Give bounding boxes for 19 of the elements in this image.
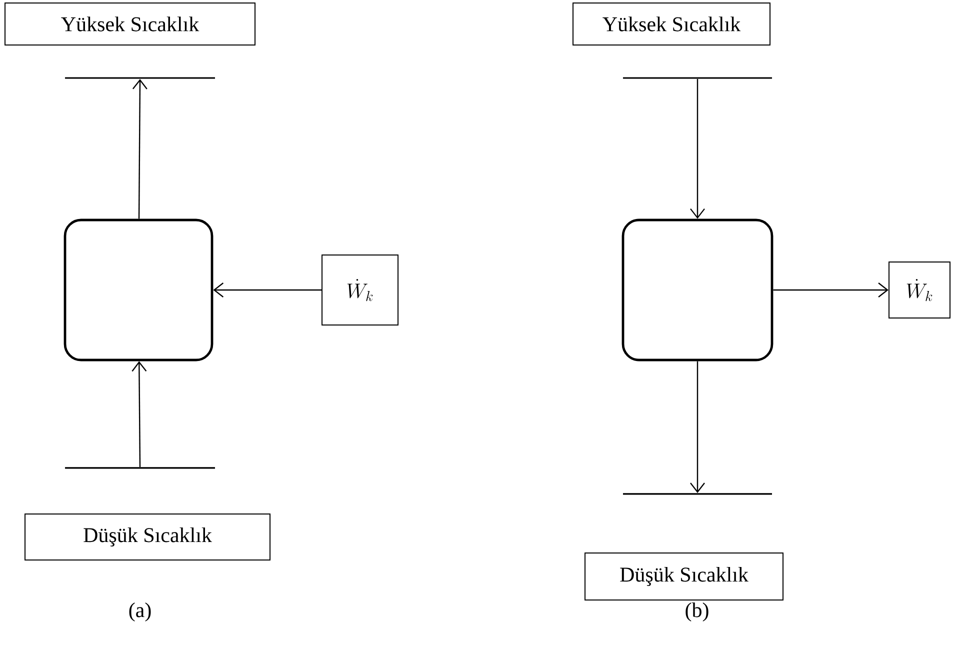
reservoir-line — [623, 493, 772, 495]
arrow — [773, 282, 888, 298]
formula-box: $\dot{W}_k$ — [322, 254, 398, 326]
panel-label: (a) — [129, 602, 151, 622]
reservoir-line — [65, 77, 215, 79]
arrow — [690, 79, 705, 219]
arrow — [132, 361, 147, 467]
text-box: Yüksek Sıcaklık — [572, 2, 770, 46]
reservoir-line — [65, 467, 215, 469]
text-box: Yüksek Sıcaklık — [4, 2, 256, 46]
engine-box — [622, 218, 774, 362]
text-box: Düşük Sıcaklık — [24, 513, 270, 560]
arrow — [690, 361, 705, 493]
reservoir-line — [623, 77, 772, 79]
formula-box: $\dot{W}_k$ — [888, 262, 950, 318]
text-box: Düşük Sıcaklık — [584, 552, 784, 600]
engine-box — [64, 218, 214, 362]
arrow — [132, 79, 148, 219]
arrow — [213, 282, 322, 298]
